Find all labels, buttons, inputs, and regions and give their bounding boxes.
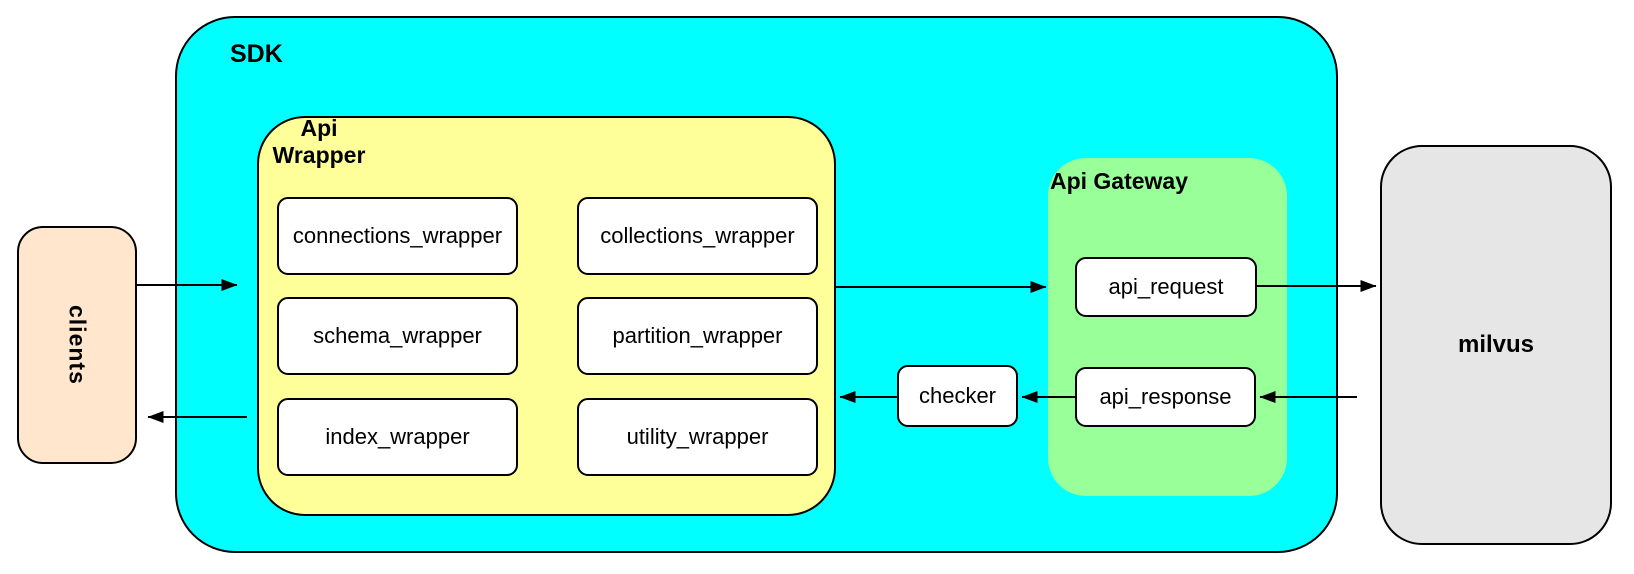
api-gateway-container <box>1048 158 1287 496</box>
api-response-box: api_response <box>1075 367 1256 427</box>
checker-box: checker <box>897 365 1018 427</box>
connections-wrapper-box: connections_wrapper <box>277 197 518 275</box>
index-wrapper-box: index_wrapper <box>277 398 518 476</box>
utility-wrapper-box: utility_wrapper <box>577 398 818 476</box>
clients-box: clients <box>17 226 137 464</box>
partition-wrapper-box: partition_wrapper <box>577 297 818 375</box>
collections-wrapper-box: collections_wrapper <box>577 197 818 275</box>
sdk-label: SDK <box>230 40 283 68</box>
clients-label: clients <box>64 305 91 385</box>
api-request-box: api_request <box>1075 257 1257 317</box>
schema-wrapper-box: schema_wrapper <box>277 297 518 375</box>
api-wrapper-label: Api Wrapper <box>272 115 366 169</box>
api-gateway-label: Api Gateway <box>1049 168 1189 194</box>
milvus-box: milvus <box>1380 145 1612 545</box>
milvus-label: milvus <box>1457 331 1535 358</box>
